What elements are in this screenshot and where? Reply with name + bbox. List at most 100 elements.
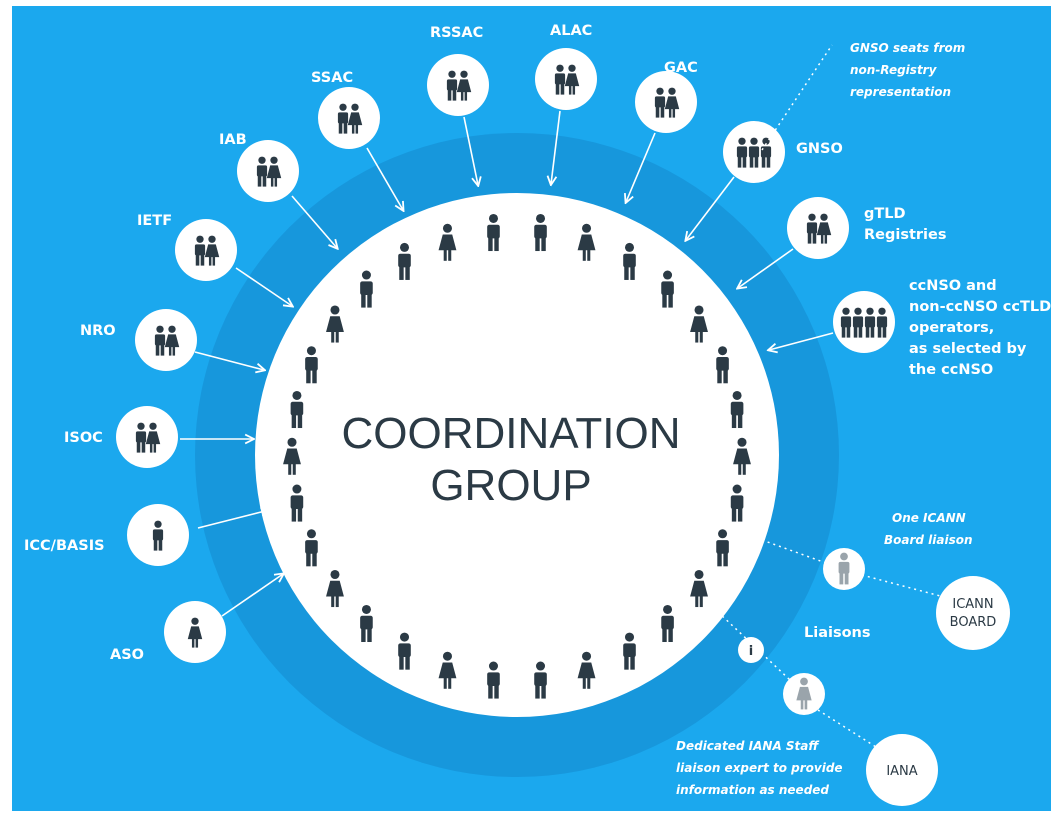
person-icon xyxy=(664,87,680,118)
member-badge xyxy=(135,309,197,371)
ccnso-arrow-icon xyxy=(769,332,834,350)
person-icon xyxy=(204,235,220,266)
person-icon xyxy=(716,346,729,384)
member-badge xyxy=(318,87,380,149)
icc-basis-arrow-icon xyxy=(197,510,269,529)
member-label-icc-basis: ICC/BASIS xyxy=(24,538,105,554)
person-icon xyxy=(716,529,729,567)
person-icon xyxy=(623,632,636,670)
iana-liaison-marker xyxy=(783,673,825,715)
gnso-seats-note-line: representation xyxy=(850,85,951,99)
person-icon xyxy=(838,552,850,585)
person-icon xyxy=(876,307,888,338)
member-label-alac: ALAC xyxy=(550,23,592,39)
person-icon xyxy=(838,552,850,585)
member-label-ccnso: non-ccNSO ccTLD xyxy=(909,299,1051,315)
iana-staff-note-line: information as needed xyxy=(676,783,829,797)
member-gac: GAC xyxy=(635,60,698,133)
board-liaison-marker xyxy=(823,548,865,590)
member-label-rssac: RSSAC xyxy=(430,25,483,41)
member-label-ietf: IETF xyxy=(137,213,172,229)
title-line-2: GROUP xyxy=(430,461,591,510)
person-icon xyxy=(487,213,500,252)
person-icon xyxy=(145,422,161,453)
member-label-iab: IAB xyxy=(219,132,247,148)
person-icon xyxy=(577,651,596,689)
gtld-registries-arrow-icon xyxy=(738,248,794,288)
member-label-gtld-registries: gTLD xyxy=(864,206,906,222)
member-label-gtld-registries: Registries xyxy=(864,227,947,243)
title-line-1: COORDINATION xyxy=(342,409,681,458)
member-label-ccnso: ccNSO and xyxy=(909,278,997,294)
member-badge xyxy=(635,71,697,133)
member-aso: ASO xyxy=(110,601,226,663)
member-badge xyxy=(237,140,299,202)
person-icon xyxy=(487,661,500,699)
person-icon xyxy=(305,346,318,384)
icann-board-label-line: ICANN xyxy=(952,597,993,612)
person-icon xyxy=(816,213,832,244)
person-icon xyxy=(360,270,373,308)
ietf-arrow-icon xyxy=(235,267,292,306)
member-label-nro: NRO xyxy=(80,323,116,339)
person-icon xyxy=(283,437,301,475)
person-icon xyxy=(456,70,472,101)
iana-staff-note: Dedicated IANA Staff liaison expert to p… xyxy=(676,739,843,797)
person-icon xyxy=(305,529,318,567)
member-label-ccnso: as selected by xyxy=(909,341,1027,357)
member-icc-basis: ICC/BASIS xyxy=(24,504,189,566)
person-icon xyxy=(398,242,411,280)
person-icon xyxy=(194,235,206,266)
member-label-isoc: ISOC xyxy=(64,430,103,446)
person-icon xyxy=(438,223,457,261)
member-ietf: IETF xyxy=(137,213,237,281)
board-liaison-note-line: Board liaison xyxy=(884,533,973,547)
person-icon xyxy=(266,156,282,187)
member-label-ccnso: operators, xyxy=(909,320,994,336)
person-icon xyxy=(534,213,547,252)
member-iab: IAB xyxy=(219,132,299,202)
icann-board-label-line: BOARD xyxy=(950,615,997,630)
aso-arrow-icon xyxy=(221,574,283,617)
alac-arrow-icon xyxy=(551,110,561,184)
person-icon xyxy=(796,677,812,710)
iana-staff-note-line: liaison expert to provide xyxy=(676,761,843,775)
person-icon xyxy=(154,325,166,356)
member-label-ccnso: the ccNSO xyxy=(909,362,993,378)
board-liaison-note-line: One ICANN xyxy=(892,511,966,525)
person-icon xyxy=(446,70,458,101)
member-rssac: RSSAC xyxy=(427,25,489,116)
member-gnso: GNSO xyxy=(723,121,843,183)
member-ssac: SSAC xyxy=(311,70,380,149)
person-icon xyxy=(730,484,744,522)
member-badge xyxy=(535,48,597,110)
person-icon xyxy=(360,604,373,643)
rssac-arrow-icon xyxy=(463,116,478,185)
seat-ring xyxy=(283,213,751,699)
person-icon xyxy=(398,632,411,670)
person-icon xyxy=(864,307,876,338)
liaisons-heading: Liaisons xyxy=(804,625,871,641)
info-badge: i xyxy=(738,637,764,663)
person-icon xyxy=(256,156,268,187)
iab-arrow-icon xyxy=(291,195,337,248)
member-label-aso: ASO xyxy=(110,647,144,663)
member-badge xyxy=(175,219,237,281)
gnso-seats-note: GNSO seats from non-Registry representat… xyxy=(850,41,965,99)
board-connector xyxy=(861,574,945,598)
gnso-seats-note-line: GNSO seats from xyxy=(850,41,965,55)
info-icon: i xyxy=(749,644,753,659)
person-icon xyxy=(577,223,596,261)
person-icon xyxy=(290,484,304,522)
person-icon xyxy=(654,87,666,118)
person-icon xyxy=(623,242,636,280)
iana-node: IANA xyxy=(866,734,938,806)
person-icon xyxy=(852,307,864,338)
gnso-seats-note-line: non-Registry xyxy=(850,63,938,77)
person-icon xyxy=(164,325,180,356)
person-icon xyxy=(661,604,674,643)
member-label-gnso: GNSO xyxy=(796,141,843,157)
person-icon xyxy=(326,569,344,608)
member-gtld-registries: gTLD Registries xyxy=(787,197,947,259)
